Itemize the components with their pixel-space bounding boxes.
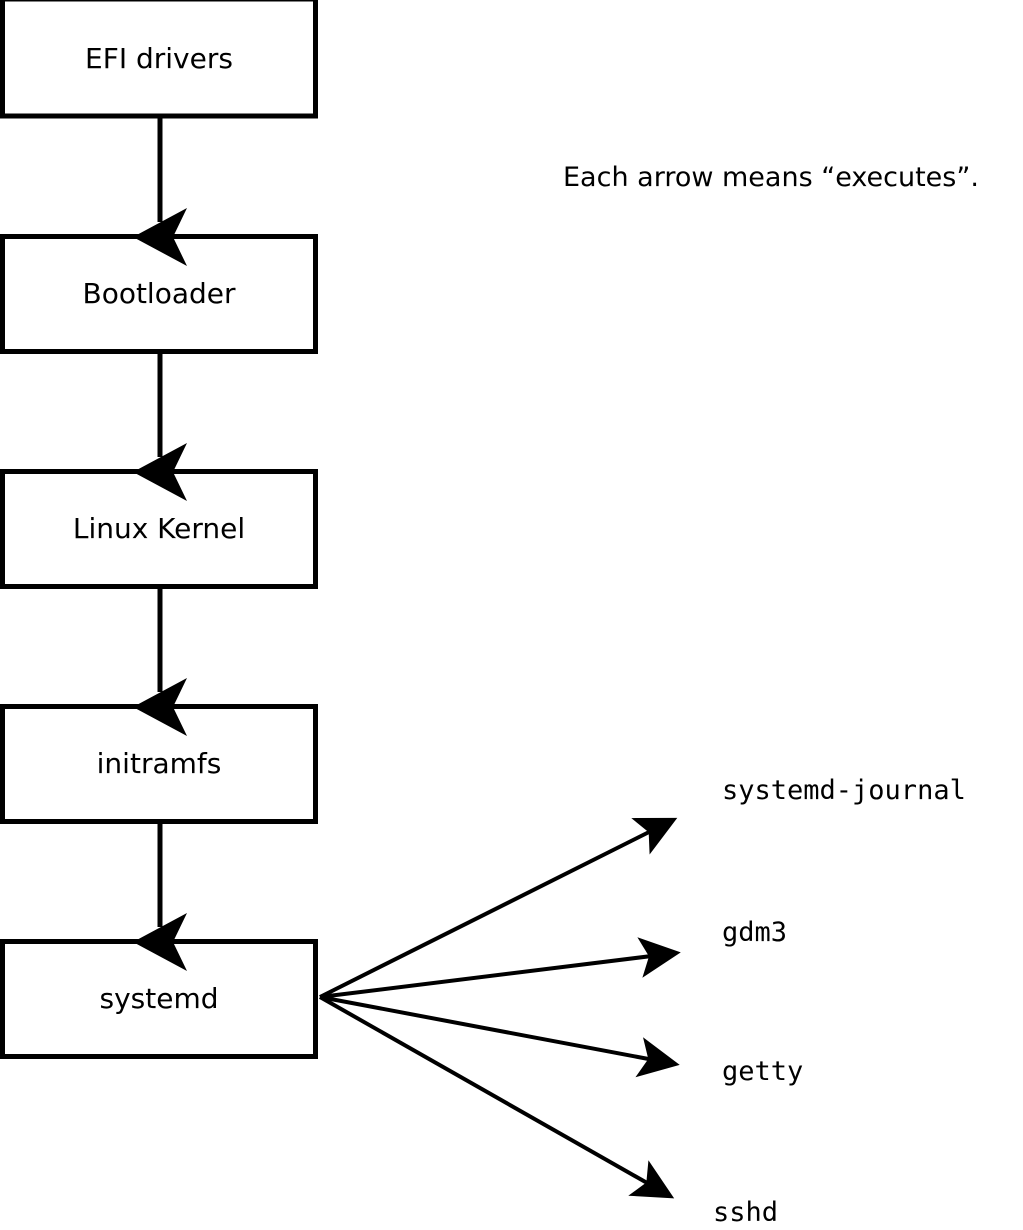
arrow-systemd-to-systemd-journal bbox=[319, 817, 678, 999]
arrow-systemd-to-gdm3 bbox=[319, 937, 681, 999]
stage-label-bootloader: Bootloader bbox=[82, 277, 236, 310]
stage-box-efi-drivers[interactable] bbox=[0, 0, 318, 119]
stage-label-linux-kernel: Linux Kernel bbox=[72, 512, 246, 545]
arrow-systemd-to-sshd bbox=[319, 995, 675, 1199]
stage-label-initramfs: initramfs bbox=[96, 747, 222, 780]
service-label-systemd-journal: systemd-journal bbox=[722, 775, 966, 806]
service-label-sshd: sshd bbox=[713, 1197, 779, 1228]
stage-label-efi-drivers: EFI drivers bbox=[85, 42, 233, 75]
service-connectors bbox=[319, 817, 681, 1199]
service-label-gdm3: gdm3 bbox=[722, 917, 788, 948]
legend-note: Each arrow means “executes”. bbox=[563, 162, 979, 193]
stage-label-systemd: systemd bbox=[99, 982, 219, 1015]
service-label-getty: getty bbox=[722, 1056, 804, 1087]
arrow-systemd-to-getty bbox=[319, 995, 680, 1078]
